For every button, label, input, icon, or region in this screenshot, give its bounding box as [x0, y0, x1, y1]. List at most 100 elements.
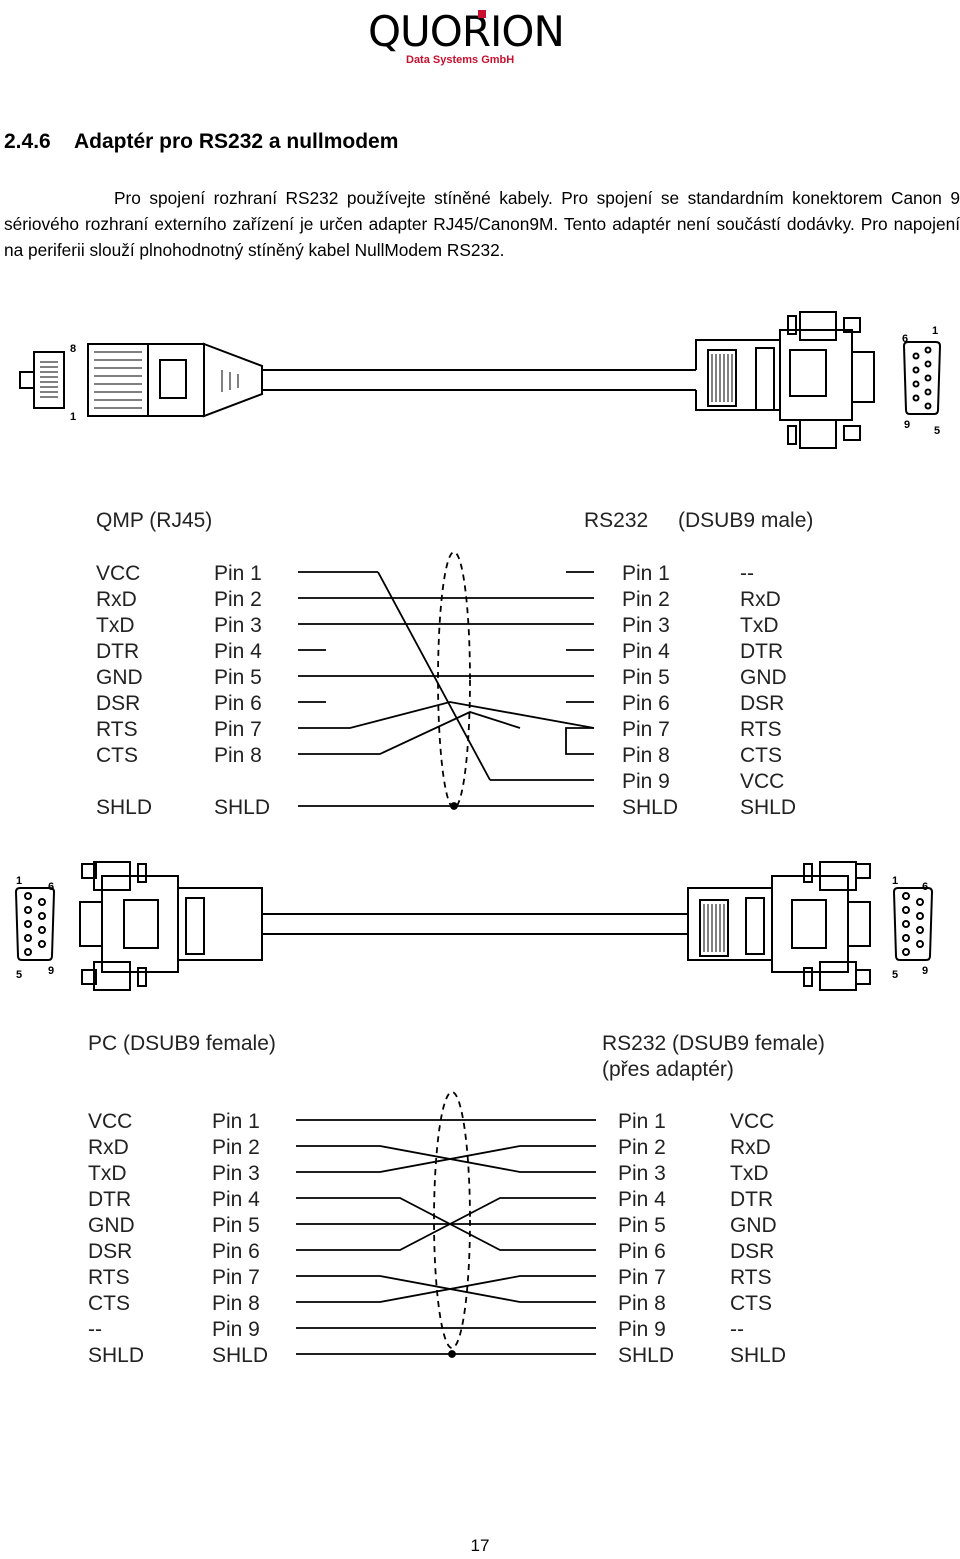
diagram2-right-pins: Pin 1 Pin 2 Pin 3 Pin 4 Pin 5 Pin 6 Pin … [618, 1110, 674, 1367]
dsub-pin-9-label: 9 [904, 419, 910, 431]
wiring-1 [298, 551, 595, 810]
diagram2-left-pins: Pin 1 Pin 2 Pin 3 Pin 4 Pin 5 Pin 6 Pin … [212, 1110, 268, 1367]
signal-label: GND [740, 666, 787, 689]
pin-label: Pin 4 [212, 1188, 260, 1211]
diagram1-left-title: QMP (RJ45) [96, 509, 212, 532]
diagram1-right-signals: -- RxD TxD DTR GND DSR RTS CTS VCC SHLD [740, 562, 796, 819]
pin-label: SHLD [618, 1344, 674, 1367]
signal-label: CTS [96, 744, 138, 767]
pin-label: SHLD [214, 796, 270, 819]
signal-label: RTS [730, 1266, 772, 1289]
pin-label: Pin 8 [214, 744, 262, 767]
dsub-pin-6-label: 6 [902, 333, 908, 345]
signal-label: -- [730, 1318, 744, 1341]
signal-label: SHLD [740, 796, 796, 819]
pin-label: Pin 9 [622, 770, 670, 793]
right-dsub-pin-1-label: 1 [892, 875, 898, 887]
pin-label: Pin 4 [214, 640, 262, 663]
quorion-logo: QUORION Data Systems GmbH [368, 7, 594, 67]
diagram1-left-pins: Pin 1 Pin 2 Pin 3 Pin 4 Pin 5 Pin 6 Pin … [214, 562, 270, 819]
signal-label: TxD [88, 1162, 127, 1185]
pin-label: Pin 5 [618, 1214, 666, 1237]
pin-label: Pin 9 [212, 1318, 260, 1341]
pin-label: Pin 2 [622, 588, 670, 611]
wiring-2 [296, 1091, 596, 1358]
signal-label: RTS [88, 1266, 130, 1289]
pin-label: Pin 6 [622, 692, 670, 715]
signal-label: RxD [740, 588, 781, 611]
signal-label: CTS [730, 1292, 772, 1315]
diagram2-left-signals: VCC RxD TxD DTR GND DSR RTS CTS -- SHLD [88, 1110, 144, 1367]
signal-label: VCC [730, 1110, 774, 1133]
signal-label: DTR [730, 1188, 773, 1211]
pin-label: SHLD [622, 796, 678, 819]
right-dsub-pin-9-label: 9 [922, 965, 928, 977]
signal-label: RTS [96, 718, 138, 741]
pin-label: Pin 8 [618, 1292, 666, 1315]
pin-label: Pin 7 [618, 1266, 666, 1289]
signal-label: TxD [740, 614, 779, 637]
cable-2 [262, 913, 688, 935]
pin-label: Pin 3 [622, 614, 670, 637]
dsub9-male-side-view [695, 311, 875, 449]
signal-label: RxD [88, 1136, 129, 1159]
pin-label: Pin 2 [212, 1136, 260, 1159]
signal-label: TxD [730, 1162, 769, 1185]
signal-label: RTS [740, 718, 782, 741]
cable-1 [262, 369, 696, 391]
diagram1-left-signals: VCC RxD TxD DTR GND DSR RTS CTS SHLD [96, 562, 152, 819]
logo-subtitle: Data Systems GmbH [406, 54, 515, 66]
pin-label: Pin 9 [618, 1318, 666, 1341]
pin-label: Pin 1 [622, 562, 670, 585]
dsub9-female-right-front [892, 887, 934, 961]
signal-label: GND [96, 666, 143, 689]
diagram2-right-title-b: (přes adaptér) [602, 1058, 734, 1081]
dsub-pin-5-label: 5 [934, 425, 940, 437]
pin-label: Pin 6 [214, 692, 262, 715]
page-number: 17 [470, 1536, 490, 1555]
signal-label: RxD [730, 1136, 771, 1159]
signal-label: DTR [96, 640, 139, 663]
logo-wordmark: QUORION [368, 7, 565, 56]
pin-label: Pin 7 [214, 718, 262, 741]
diagram2-right-title-a: RS232 (DSUB9 female) [602, 1032, 825, 1055]
rj45-pin-1-label: 1 [70, 411, 76, 423]
signal-label: VCC [96, 562, 140, 585]
pin-label: Pin 4 [622, 640, 670, 663]
dsub-pin-1-label: 1 [932, 325, 938, 337]
pin-label: Pin 2 [618, 1136, 666, 1159]
diagram1-right-title-b: (DSUB9 male) [678, 509, 813, 532]
diagram1-right-pins: Pin 1 Pin 2 Pin 3 Pin 4 Pin 5 Pin 6 Pin … [622, 562, 678, 819]
pin-label: Pin 5 [214, 666, 262, 689]
pin-label: Pin 4 [618, 1188, 666, 1211]
rj45-front-view [19, 351, 65, 409]
dsub9-female-left-front [14, 887, 56, 961]
pin-label: Pin 2 [214, 588, 262, 611]
cable-diagrams: 8 1 6 1 9 5 1 6 5 9 1 6 5 9 QMP (RJ45) R… [14, 311, 942, 1367]
diagram1-right-title-a: RS232 [584, 509, 648, 532]
pin-label: Pin 6 [212, 1240, 260, 1263]
section-number: 2.4.6 [4, 130, 51, 153]
signal-label: GND [730, 1214, 777, 1237]
pin-label: Pin 1 [618, 1110, 666, 1133]
signal-label: RxD [96, 588, 137, 611]
signal-label: DSR [88, 1240, 132, 1263]
pin-label: Pin 5 [212, 1214, 260, 1237]
left-dsub-pin-1-label: 1 [16, 875, 22, 887]
logo-accent-dot [478, 10, 486, 18]
signal-label: SHLD [730, 1344, 786, 1367]
signal-label: CTS [740, 744, 782, 767]
signal-label: VCC [88, 1110, 132, 1133]
signal-label: SHLD [96, 796, 152, 819]
left-dsub-pin-9-label: 9 [48, 965, 54, 977]
signal-label: DSR [730, 1240, 774, 1263]
signal-label: DSR [96, 692, 140, 715]
pin-label: Pin 6 [618, 1240, 666, 1263]
pin-label: Pin 8 [622, 744, 670, 767]
dsub9-female-left-side [79, 861, 263, 991]
signal-label: DTR [88, 1188, 131, 1211]
rj45-pin-8-label: 8 [70, 343, 76, 355]
rj45-plug-side-view [87, 342, 263, 418]
pin-label: Pin 3 [212, 1162, 260, 1185]
